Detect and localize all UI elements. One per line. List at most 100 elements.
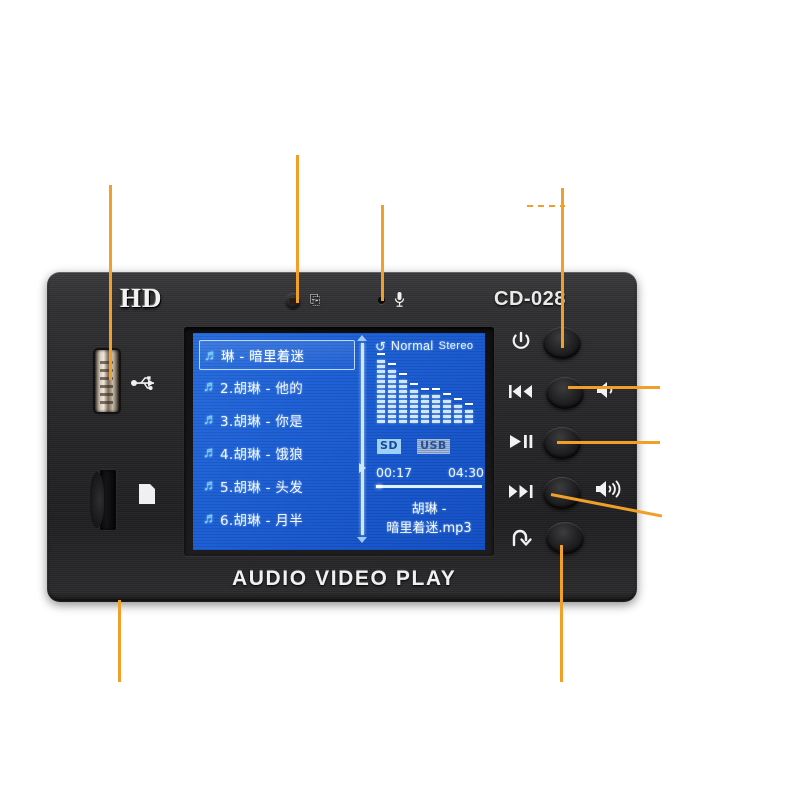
music-note-icon: ♬ xyxy=(203,378,218,395)
music-note-icon: ♬ xyxy=(203,444,218,461)
spectrum-segment xyxy=(421,405,429,408)
brand-logo: HD xyxy=(120,283,163,313)
spectrum-peak xyxy=(410,383,418,385)
previous-track-icon xyxy=(509,385,532,398)
spectrum-segment xyxy=(454,405,462,408)
spectrum-bar xyxy=(421,388,429,423)
spectrum-segment xyxy=(399,395,407,398)
spectrum-segment xyxy=(399,390,407,393)
spectrum-peak xyxy=(421,388,429,390)
return-button[interactable] xyxy=(546,522,584,554)
spectrum-segment xyxy=(377,380,385,383)
scroll-cursor-icon xyxy=(359,463,366,473)
spectrum-bar xyxy=(443,393,451,423)
spectrum-segment xyxy=(377,390,385,393)
spectrum-peak xyxy=(399,373,407,375)
spectrum-segment xyxy=(388,405,396,408)
spectrum-segment xyxy=(399,400,407,403)
list-item[interactable]: ♬ 4.胡琳 - 饿狼 xyxy=(199,436,355,469)
spectrum-segment xyxy=(410,415,418,418)
spectrum-segment xyxy=(377,410,385,413)
track-label: 6.胡琳 - 月半 xyxy=(220,512,304,529)
spectrum-peak xyxy=(443,393,451,395)
spectrum-segment xyxy=(377,400,385,403)
spectrum-segment xyxy=(410,420,418,423)
power-icon xyxy=(512,331,530,349)
callout-line-ir xyxy=(296,155,299,303)
list-item[interactable]: ♬ 3.胡琳 - 你是 xyxy=(199,403,355,436)
list-item[interactable]: ♬ 5.胡琳 - 头发 xyxy=(199,469,355,502)
music-note-icon: ♬ xyxy=(203,477,218,494)
elapsed-time: 00:17 xyxy=(376,465,413,480)
spectrum-peak xyxy=(377,353,385,355)
lcd-info-panel: ↺ Normal Stereo SD USB 00:17 04:30 胡琳 - … xyxy=(373,333,485,550)
spectrum-segment xyxy=(399,385,407,388)
spectrum-segment xyxy=(432,405,440,408)
callout-dots-power xyxy=(527,205,565,207)
spectrum-bar xyxy=(465,403,473,423)
sd-card-slot[interactable] xyxy=(90,470,116,530)
spectrum-segment xyxy=(432,415,440,418)
repeat-icon: ↺ xyxy=(375,338,386,354)
list-item[interactable]: ♬ 6.胡琳 - 月半 xyxy=(199,502,355,535)
spectrum-analyzer xyxy=(377,353,483,423)
track-label: 琳 - 暗里着迷 xyxy=(221,349,305,365)
spectrum-segment xyxy=(388,415,396,418)
now-playing: 胡琳 - 暗里着迷.mp3 xyxy=(373,501,485,539)
spectrum-segment xyxy=(410,390,418,393)
scroll-up-arrow-icon[interactable] xyxy=(357,335,367,341)
spectrum-segment xyxy=(388,375,396,378)
callout-line-usb xyxy=(109,185,112,380)
spectrum-bar xyxy=(377,353,385,423)
volume-down-icon xyxy=(597,382,613,398)
track-label: 3.胡琳 - 你是 xyxy=(220,413,304,430)
playlist[interactable]: ♬ 琳 - 暗里着迷 ♬ 2.胡琳 - 他的 ♬ 3.胡琳 - 你是 ♬ 4.胡… xyxy=(199,338,355,545)
spectrum-bar xyxy=(388,363,396,423)
callout-line-power xyxy=(561,188,564,348)
spectrum-segment xyxy=(432,410,440,413)
spectrum-segment xyxy=(432,400,440,403)
sound-mode-label: Stereo xyxy=(438,340,474,352)
callout-line-play xyxy=(557,441,660,444)
previous-button[interactable] xyxy=(546,377,584,409)
spectrum-segment xyxy=(421,420,429,423)
spectrum-bar xyxy=(399,373,407,423)
spectrum-segment xyxy=(377,405,385,408)
callout-line-mic xyxy=(381,205,384,301)
status-badge: SD xyxy=(377,439,402,454)
list-item[interactable]: ♬ 2.胡琳 - 他的 xyxy=(199,370,355,403)
spectrum-segment xyxy=(377,370,385,373)
progress-fill xyxy=(376,485,383,488)
scroll-down-arrow-icon[interactable] xyxy=(357,537,367,543)
spectrum-segment xyxy=(443,405,451,408)
spectrum-segment xyxy=(432,420,440,423)
spectrum-segment xyxy=(443,420,451,423)
spectrum-segment xyxy=(454,415,462,418)
next-button[interactable] xyxy=(543,477,581,509)
spectrum-segment xyxy=(377,415,385,418)
spectrum-segment xyxy=(377,375,385,378)
spectrum-segment xyxy=(421,410,429,413)
spectrum-segment xyxy=(410,410,418,413)
return-arrow-icon xyxy=(512,529,532,547)
music-note-icon: ♬ xyxy=(204,346,219,364)
spectrum-peak xyxy=(432,388,440,390)
list-item[interactable]: ♬ 琳 - 暗里着迷 xyxy=(199,340,355,370)
spectrum-peak xyxy=(465,403,473,405)
track-label: 2.胡琳 - 他的 xyxy=(220,380,304,397)
callout-line-volume-down xyxy=(568,386,660,389)
usb-port[interactable] xyxy=(95,350,119,412)
spectrum-bar xyxy=(454,398,462,423)
spectrum-segment xyxy=(377,365,385,368)
next-track-icon xyxy=(509,485,533,498)
bottom-label: AUDIO VIDEO PLAY xyxy=(232,567,457,590)
spectrum-segment xyxy=(443,410,451,413)
spectrum-segment xyxy=(443,415,451,418)
track-label: 5.胡琳 - 头发 xyxy=(220,479,304,496)
scrollbar[interactable] xyxy=(361,343,364,535)
spectrum-segment xyxy=(421,400,429,403)
spectrum-segment xyxy=(465,420,473,423)
now-playing-artist: 胡琳 - xyxy=(411,502,447,517)
usb-icon xyxy=(131,376,154,390)
progress-bar[interactable] xyxy=(376,485,482,488)
